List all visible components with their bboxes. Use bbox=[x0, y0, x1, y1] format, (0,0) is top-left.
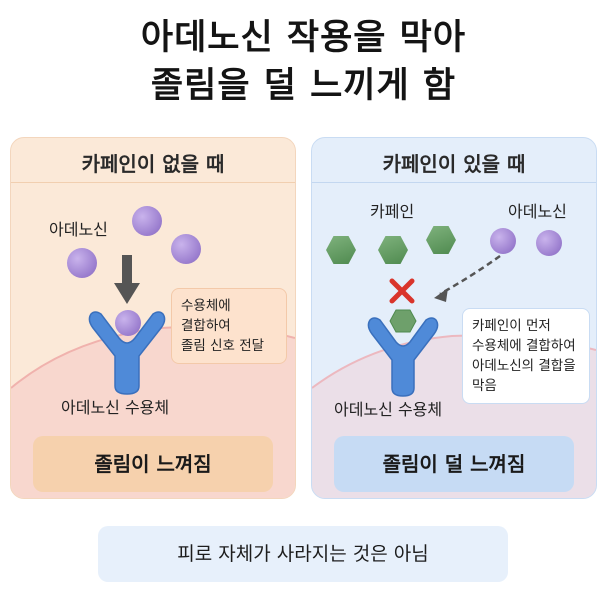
callout-line: 카페인이 먼저 bbox=[472, 318, 551, 334]
caffeine-molecule bbox=[426, 226, 456, 254]
title-line-2: 졸림을 덜 느끼게 함 bbox=[150, 66, 457, 106]
blocking-callout: 카페인이 먼저 수용체에 결합하여 아데노신의 결합을 막음 bbox=[462, 308, 590, 404]
block-mark-stroke bbox=[389, 278, 415, 304]
callout-line: 아데노신의 결합을 bbox=[472, 358, 576, 374]
caffeine-label: 카페인 bbox=[370, 202, 415, 221]
adenosine-molecule bbox=[67, 248, 97, 278]
callout-line: 결합하여 bbox=[181, 318, 231, 334]
callout-line: 수용체에 bbox=[181, 298, 231, 314]
adenosine-label: 아데노신 bbox=[508, 202, 567, 221]
adenosine-molecule bbox=[536, 230, 562, 256]
binding-callout: 수용체에 결합하여 졸림 신호 전달 bbox=[171, 288, 287, 364]
page-title: 아데노신 작용을 막아 졸림을 덜 느끼게 함 bbox=[0, 14, 607, 110]
result-less-sleepy: 졸림이 덜 느껴짐 bbox=[334, 436, 574, 492]
blocked-path-arrow-head bbox=[434, 288, 448, 302]
callout-line: 수용체에 결합하여 bbox=[472, 338, 576, 354]
callout-line: 막음 bbox=[472, 378, 497, 394]
binding-arrow-head bbox=[114, 283, 140, 304]
panel-with-caffeine: 카페인이 있을 때 카페인 아데노신 카페인이 먼저 수용체에 결합하여 아데노… bbox=[311, 137, 597, 499]
adenosine-molecule bbox=[132, 206, 162, 236]
adenosine-molecule bbox=[490, 228, 516, 254]
binding-arrow-shaft bbox=[122, 255, 132, 285]
bound-adenosine-molecule bbox=[115, 310, 141, 336]
panel-title-without-caffeine: 카페인이 없을 때 bbox=[81, 152, 225, 176]
adenosine-molecule bbox=[171, 234, 201, 264]
adenosine-receptor bbox=[367, 317, 439, 397]
receptor-label: 아데노신 수용체 bbox=[61, 398, 170, 417]
panel-without-caffeine: 카페인이 없을 때 아데노신 수용체에 결합하여 졸림 신호 전달 아데노신 수… bbox=[10, 137, 296, 499]
panel-divider bbox=[11, 182, 295, 183]
receptor-label: 아데노신 수용체 bbox=[334, 400, 443, 419]
bound-caffeine-molecule bbox=[389, 309, 417, 333]
adenosine-receptor bbox=[88, 311, 166, 395]
callout-line: 졸림 신호 전달 bbox=[181, 338, 265, 354]
adenosine-label: 아데노신 bbox=[49, 220, 108, 239]
panel-divider bbox=[312, 182, 596, 183]
result-sleepy: 졸림이 느껴짐 bbox=[33, 436, 273, 492]
blocked-path-arrow bbox=[439, 254, 501, 296]
title-line-1: 아데노신 작용을 막아 bbox=[140, 18, 467, 58]
bottom-note: 피로 자체가 사라지는 것은 아님 bbox=[98, 526, 508, 582]
panel-title-with-caffeine: 카페인이 있을 때 bbox=[382, 152, 526, 176]
